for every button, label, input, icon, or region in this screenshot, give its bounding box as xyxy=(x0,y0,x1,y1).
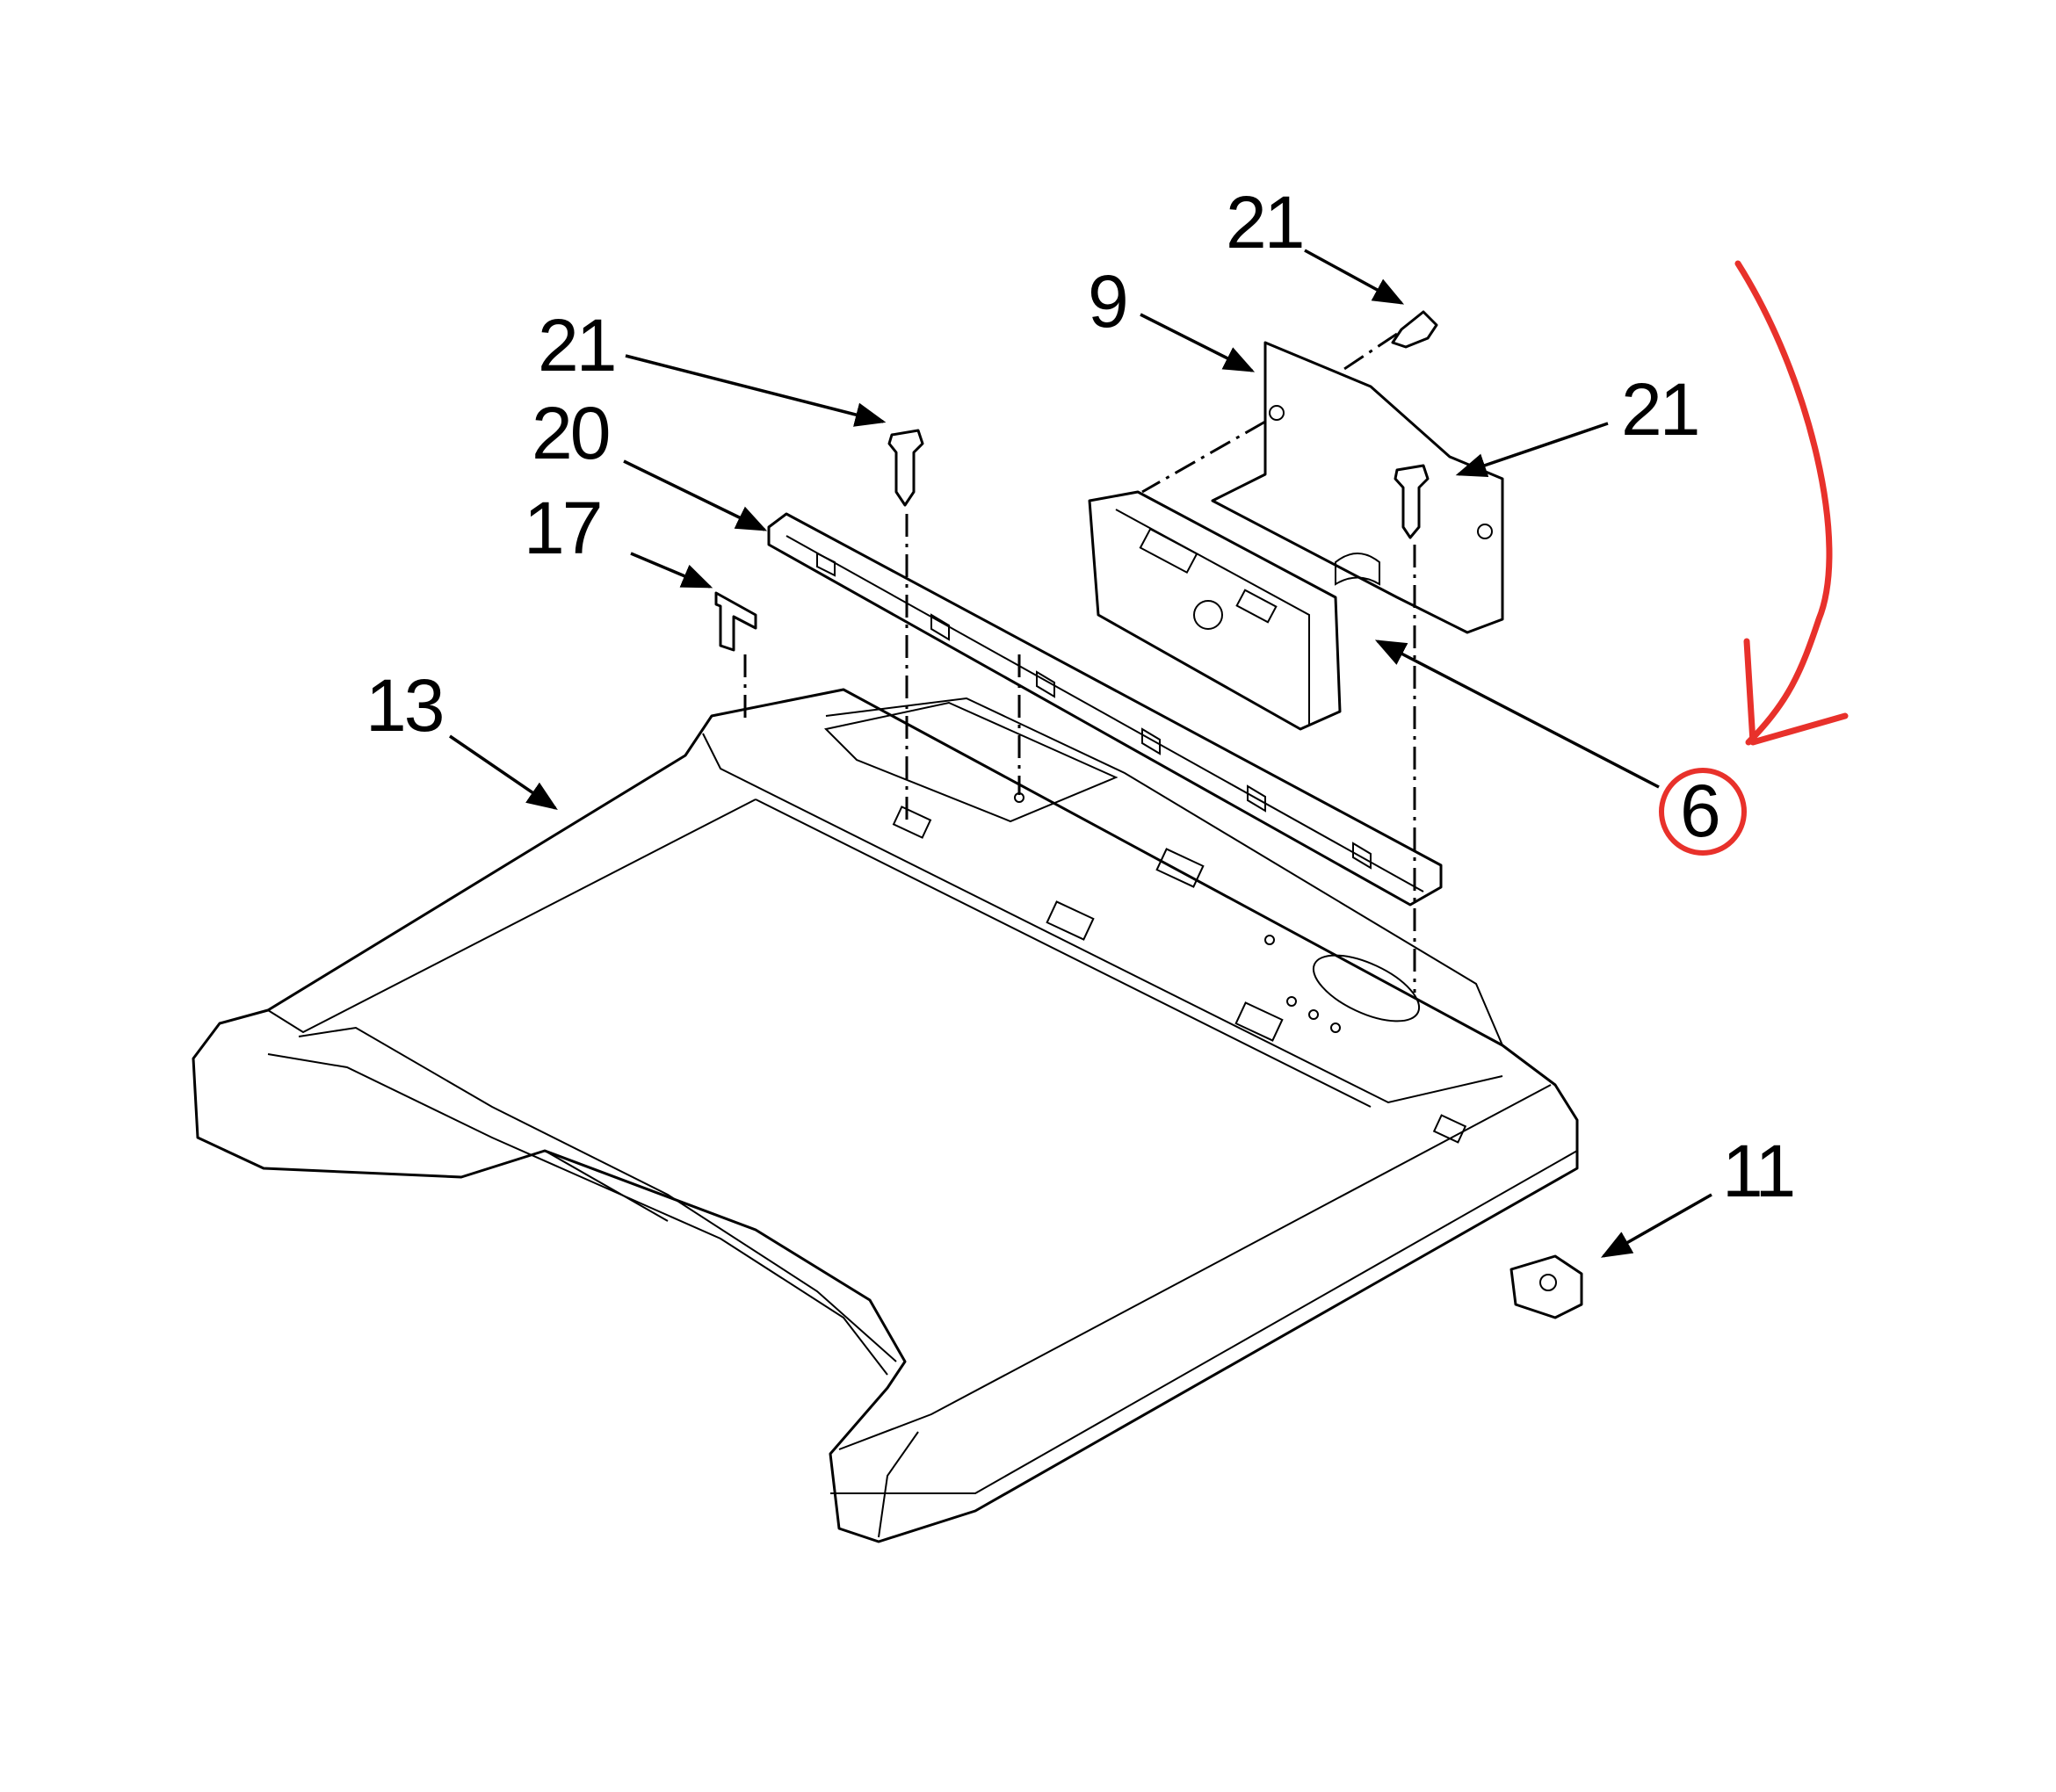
screw-left-part-21 xyxy=(887,429,924,507)
callout-17: 17 xyxy=(524,487,600,569)
alignment-lines xyxy=(743,332,1416,993)
highlight-annotation xyxy=(1659,260,1849,856)
bracket-part-20 xyxy=(767,512,1443,907)
callout-13: 13 xyxy=(366,664,443,747)
console-panel-part-13 xyxy=(192,688,1579,1543)
callout-labels: 21 9 21 20 21 17 13 6 11 xyxy=(366,181,1796,1212)
control-board-part-6 xyxy=(1088,490,1342,731)
callout-9: 9 xyxy=(1088,260,1126,343)
callout-11: 11 xyxy=(1722,1130,1793,1212)
leader-lines xyxy=(449,249,1712,1258)
callout-21-right: 21 xyxy=(1621,368,1698,451)
screw-top-part-21 xyxy=(1391,310,1438,349)
key-part-17 xyxy=(714,591,757,652)
clip-nut-part-11 xyxy=(1509,1254,1583,1319)
screw-right-part-21 xyxy=(1394,464,1430,539)
callout-21-left: 21 xyxy=(538,304,614,387)
red-curved-arrow xyxy=(1734,260,1833,746)
callout-20: 20 xyxy=(532,392,609,474)
callout-21-top: 21 xyxy=(1226,181,1302,264)
mounting-plate-part-9 xyxy=(1211,341,1504,634)
red-arrowhead xyxy=(1743,638,1849,746)
callout-6: 6 xyxy=(1680,770,1719,852)
red-highlight-circle xyxy=(1659,768,1747,856)
